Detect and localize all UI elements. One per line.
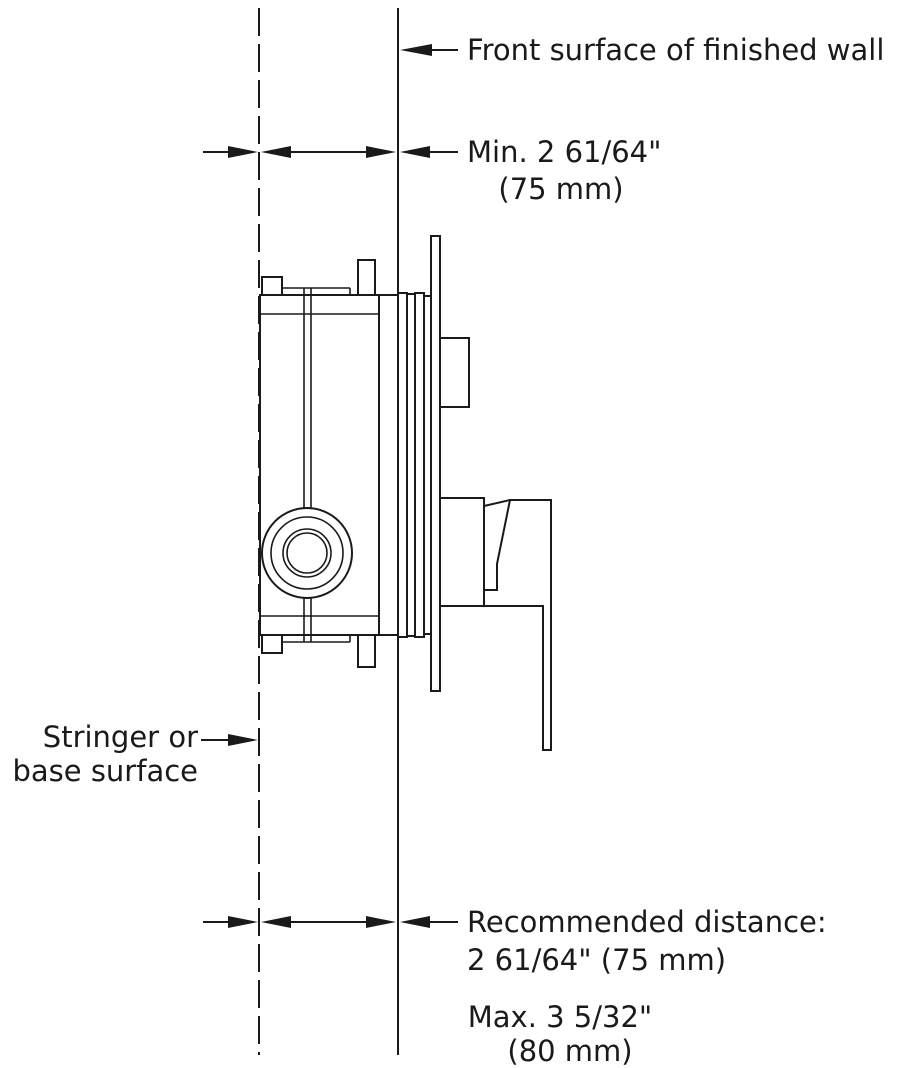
max-distance-label: Max. 3 5/32" (467, 1000, 653, 1034)
inlet-port (261, 507, 353, 599)
min-distance-mm-label: (75 mm) (498, 172, 624, 206)
recommended-dimension-arrows (203, 916, 458, 928)
min-distance-label: Min. 2 61/64" (467, 135, 662, 169)
trim-plate (430, 235, 470, 692)
stringer-label: Stringer or (42, 720, 198, 754)
max-distance-mm-label: (80 mm) (507, 1034, 633, 1068)
stringer-label-line2: base surface (12, 754, 198, 788)
min-dimension-arrows (203, 146, 458, 158)
stringer-leader-arrow (201, 734, 258, 746)
front-wall-label: Front surface of finished wall (467, 33, 885, 67)
valve-body (259, 259, 432, 668)
recommended-distance-label: Recommended distance: (467, 905, 827, 939)
lever-handle (439, 497, 552, 751)
front-wall-leader-arrow (400, 44, 458, 56)
recommended-distance-value: 2 61/64" (75 mm) (467, 943, 727, 977)
